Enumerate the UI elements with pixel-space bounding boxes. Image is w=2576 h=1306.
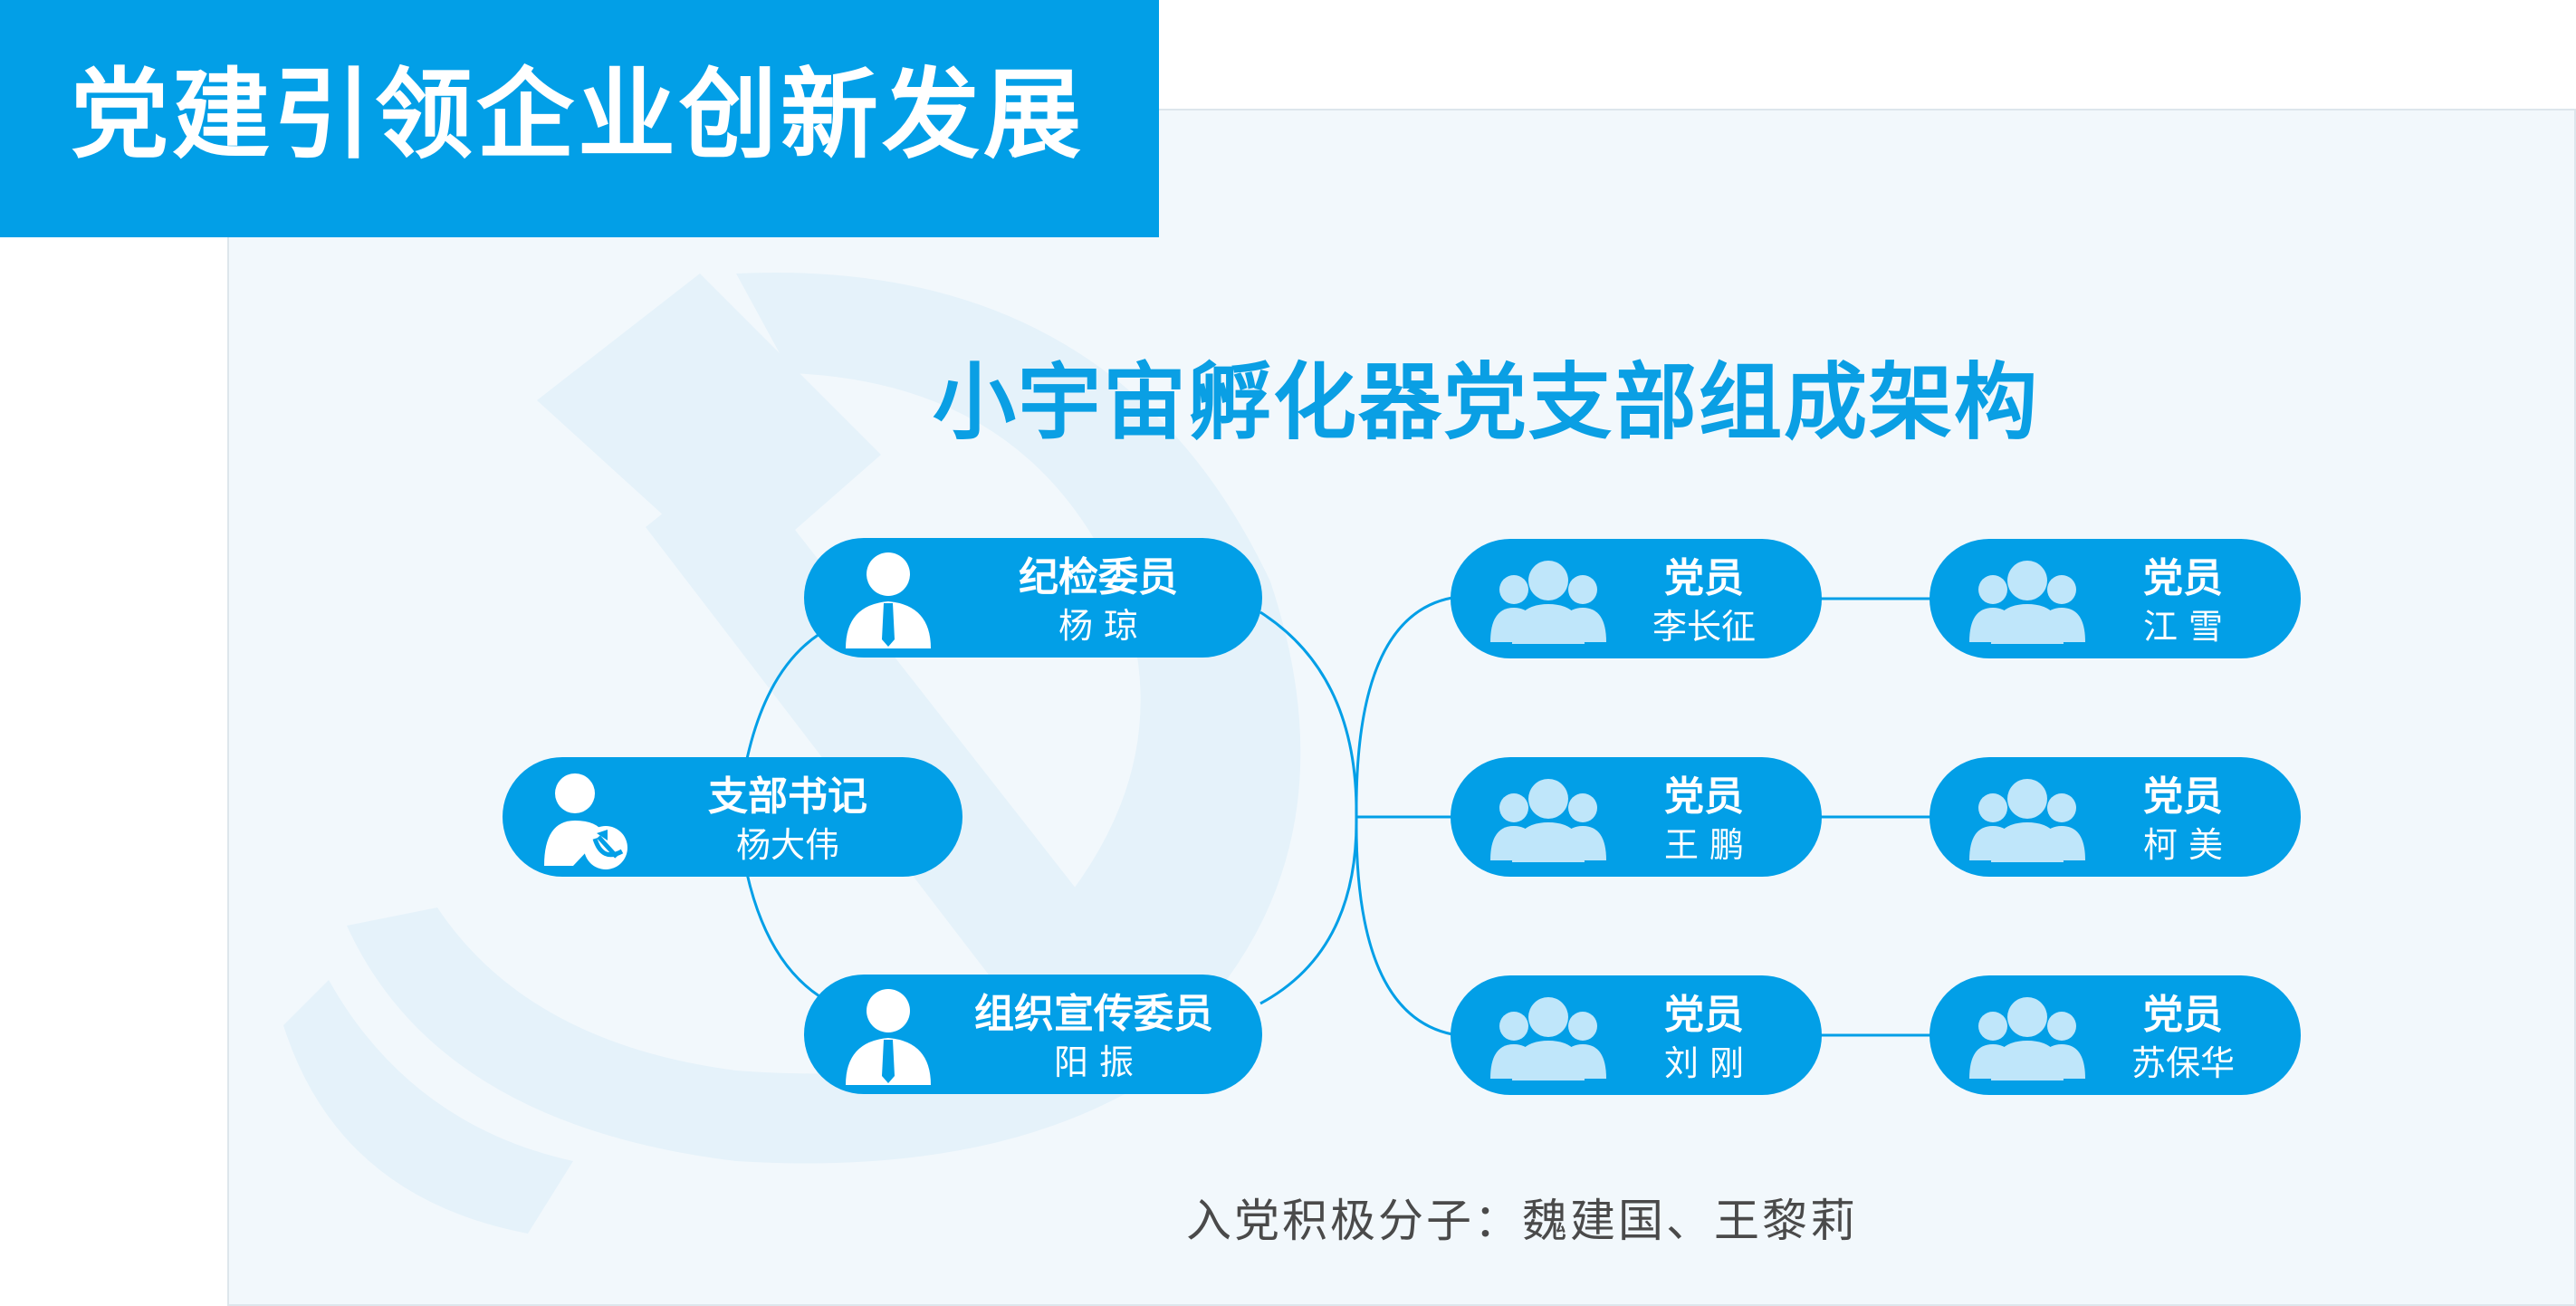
secretary-emblem-icon — [544, 773, 627, 869]
committee-role-2: 组织宣传委员 — [974, 991, 1213, 1037]
member-name-1: 李长征 — [1652, 607, 1756, 647]
node-member-1: 党员 李长征 — [1451, 539, 1822, 658]
person-suit-icon — [846, 552, 931, 648]
secretary-name: 杨大伟 — [735, 825, 839, 865]
connector-hub-bottom — [1355, 816, 1453, 1036]
node-member-5: 党员 刘 刚 — [1451, 975, 1822, 1095]
member-role-5: 党员 — [1664, 992, 1744, 1038]
connector-hub-top — [1355, 596, 1453, 818]
member-role-3: 党员 — [1664, 773, 1744, 820]
node-member-3: 党员 王 鹏 — [1451, 757, 1822, 877]
member-name-5: 刘 刚 — [1663, 1043, 1745, 1083]
header-bar: 党建引领企业创新发展 — [0, 0, 1159, 237]
group-icon — [1969, 997, 2085, 1080]
group-icon — [1490, 997, 1606, 1080]
group-icon — [1969, 779, 2085, 862]
node-committee-discipline: 纪检委员 杨 琼 — [804, 538, 1262, 658]
diagram-title: 小宇宙孵化器党支部组成架构 — [933, 354, 2040, 451]
connector-committee-bottom — [1259, 816, 1358, 1005]
committee-name-2: 阳 振 — [1053, 1042, 1135, 1082]
member-role-6: 党员 — [2143, 992, 2223, 1038]
member-name-4: 柯 美 — [2142, 825, 2224, 865]
node-committee-organization: 组织宣传委员 阳 振 — [804, 975, 1262, 1094]
group-icon — [1490, 561, 1606, 644]
node-member-6: 党员 苏保华 — [1930, 975, 2301, 1095]
member-name-3: 王 鹏 — [1663, 825, 1745, 865]
committee-name-1: 杨 琼 — [1058, 606, 1139, 646]
person-suit-icon — [846, 989, 931, 1085]
group-icon — [1969, 561, 2085, 644]
committee-role-1: 纪检委员 — [1019, 554, 1178, 600]
member-name-6: 苏保华 — [2131, 1043, 2235, 1083]
group-icon — [1490, 779, 1606, 862]
node-secretary: 支部书记 杨大伟 — [503, 757, 962, 877]
secretary-role: 支部书记 — [708, 773, 867, 820]
member-role-1: 党员 — [1664, 555, 1744, 601]
activists-note: 入党积极分子：魏建国、王黎莉 — [1186, 1195, 1858, 1247]
content-panel — [227, 109, 2576, 1306]
member-role-4: 党员 — [2143, 773, 2223, 820]
node-member-4: 党员 柯 美 — [1930, 757, 2301, 877]
node-member-2: 党员 江 雪 — [1930, 539, 2301, 658]
member-name-2: 江 雪 — [2142, 607, 2224, 647]
page-title: 党建引领企业创新发展 — [71, 59, 1086, 172]
connector-committee-top — [1259, 610, 1358, 818]
member-role-2: 党员 — [2143, 555, 2223, 601]
